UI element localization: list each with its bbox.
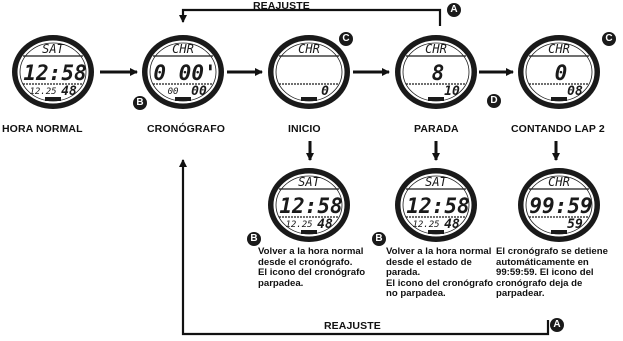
caption-return-from-chrono: Volver a la hora normal desde el cronógr… xyxy=(258,246,366,289)
state-caption-normal-time: HORA NORMAL xyxy=(2,123,83,135)
watch-bottom-0: SAT 12:58 12.25 48 xyxy=(268,168,350,242)
display-top-text: CHR xyxy=(548,42,570,56)
display-top-text: SAT xyxy=(298,175,320,189)
reset-label-bottom: REAJUSTE xyxy=(324,320,381,332)
reset-loop-top-arrow xyxy=(179,8,442,26)
display-sub-right-text: 0 xyxy=(321,84,329,99)
display-sub-right-text: 48 xyxy=(317,217,333,232)
display-top-text: CHR xyxy=(298,42,320,56)
reset-label-top: REAJUSTE xyxy=(253,0,310,12)
display-main-text: 0 00' xyxy=(153,61,216,85)
button-b-badge-bottom-2: B xyxy=(372,232,386,246)
display-top-text: SAT xyxy=(42,42,64,56)
watch-3: CHR 810 xyxy=(395,35,477,109)
state-caption-chronograph: CRONÓGRAFO xyxy=(147,123,225,135)
display-top-text: CHR xyxy=(172,42,194,56)
button-a-badge-bottom: A xyxy=(550,318,564,332)
watch-4: CHR 008 xyxy=(518,35,600,109)
display-main-text: 8 xyxy=(432,61,445,85)
display-sub-right-text: 10 xyxy=(444,84,460,99)
display-sub-left-text: 12.25 xyxy=(29,87,56,97)
display-sub-left-text: 12.25 xyxy=(412,220,439,230)
display-sub-left-text: 00 xyxy=(168,87,179,97)
caption-auto-stop: El cronógrafo se detiene automáticamente… xyxy=(496,246,608,300)
display-main-text: 0 xyxy=(555,61,568,85)
display-main-text: 99:59 xyxy=(529,194,592,218)
display-sub-right-text: 08 xyxy=(567,84,583,99)
button-b-badge-chrono: B xyxy=(133,96,147,110)
display-sub-right-text: 48 xyxy=(61,84,77,99)
button-a-badge-top: A xyxy=(447,3,461,17)
display-top-text: CHR xyxy=(548,175,570,189)
display-main-text: 12:58 xyxy=(279,194,342,218)
display-sub-right-text: 00 xyxy=(191,84,207,99)
reset-loop-bottom-arrow xyxy=(179,159,550,336)
button-b-badge-bottom-1: B xyxy=(247,232,261,246)
button-c-badge-lap: C xyxy=(602,32,616,46)
display-top-text: SAT xyxy=(425,175,447,189)
display-sub-right-text: 59 xyxy=(567,217,583,232)
watch-bottom-1: SAT 12:58 12.25 48 xyxy=(395,168,477,242)
button-d-badge-stop: D xyxy=(487,94,501,108)
watch-0: SAT 12:58 12.25 48 xyxy=(12,35,94,109)
display-main-text: 12:58 xyxy=(406,194,469,218)
state-caption-lap2: CONTANDO LAP 2 xyxy=(511,123,605,135)
display-sub-right-text: 48 xyxy=(444,217,460,232)
button-c-badge-start: C xyxy=(339,32,353,46)
state-caption-start: INICIO xyxy=(288,123,321,135)
display-sub-left-text: 12.25 xyxy=(285,220,312,230)
state-caption-stop: PARADA xyxy=(414,123,459,135)
display-main-text: 12:58 xyxy=(23,61,86,85)
caption-return-from-stop: Volver a la hora normal desde el estado … xyxy=(386,246,494,300)
display-top-text: CHR xyxy=(425,42,447,56)
watch-2: CHR 0 xyxy=(268,35,350,109)
